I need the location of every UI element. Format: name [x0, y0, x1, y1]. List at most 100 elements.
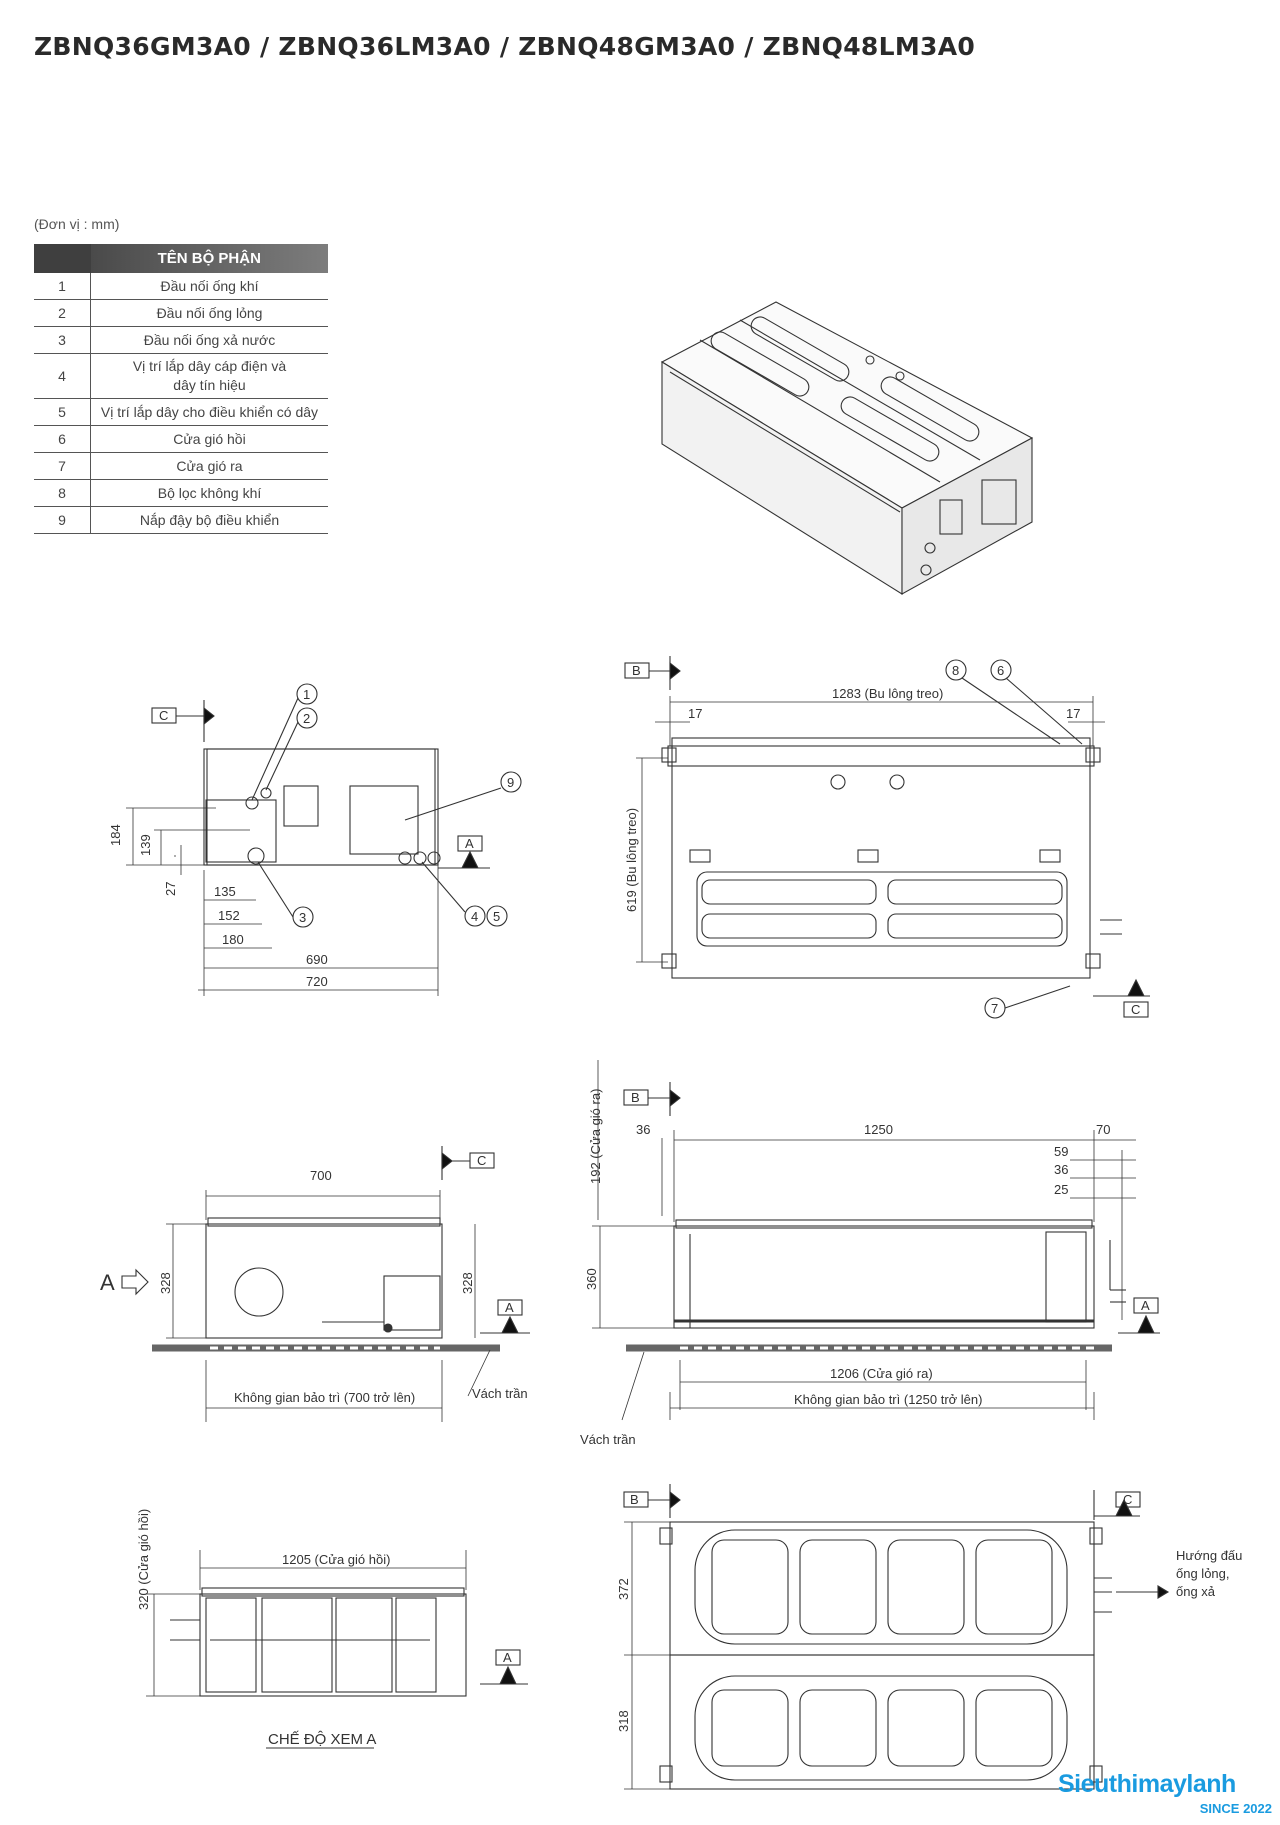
- part-name: Nắp đậy bộ điều khiển: [90, 506, 328, 534]
- page-title: ZBNQ36GM3A0 / ZBNQ36LM3A0 / ZBNQ48GM3A0 …: [34, 32, 976, 61]
- part-name: Cửa gió ra: [90, 452, 328, 480]
- part-name: Bộ lọc không khí: [90, 479, 328, 507]
- dim-27: 27: [163, 882, 178, 896]
- front-view-middle: [592, 1060, 1160, 1421]
- part-no: 8: [34, 479, 91, 507]
- callout-6: 6: [997, 663, 1004, 678]
- part-no: 6: [34, 425, 91, 453]
- dim-184: 184: [108, 824, 123, 846]
- dim-59: 59: [1054, 1144, 1068, 1159]
- callout-1: 1: [303, 687, 310, 702]
- part-name: Đầu nối ống xả nước: [90, 326, 328, 354]
- dim-1205: 1205 (Cửa gió hồi): [282, 1552, 390, 1567]
- dim-372: 372: [616, 1578, 631, 1600]
- dim-139: 139: [138, 834, 153, 856]
- dim-36b: 36: [1054, 1162, 1068, 1177]
- top-view-right: [624, 656, 1150, 1019]
- section-a-label: A: [505, 1300, 514, 1315]
- ceiling-label: Vách trần: [580, 1432, 636, 1447]
- pipe-direction-label-1: Hướng đấu: [1176, 1548, 1242, 1563]
- parts-header-num: [34, 244, 91, 273]
- dim-152: 152: [218, 908, 240, 923]
- part-name: Vị trí lắp dây cáp điện và dây tín hiệu: [90, 353, 328, 399]
- dim-36: 36: [636, 1122, 650, 1137]
- dim-720: 720: [306, 974, 328, 989]
- side-view-left: [126, 683, 522, 996]
- section-c-label: C: [159, 708, 168, 723]
- part-no: 4: [34, 353, 91, 399]
- dim-135: 135: [214, 884, 236, 899]
- callout-7: 7: [991, 1001, 998, 1016]
- dim-17b: 17: [1066, 706, 1080, 721]
- section-b-label: B: [632, 663, 641, 678]
- section-a-label: A: [465, 836, 474, 851]
- brand-logo-since: SINCE 2022: [1199, 1801, 1272, 1816]
- callout-2: 2: [303, 711, 310, 726]
- brand-logo-text: Sieuthimaylanh: [1058, 1770, 1236, 1798]
- section-a-label: A: [1141, 1298, 1150, 1313]
- dim-690: 690: [306, 952, 328, 967]
- callout-8: 8: [952, 663, 959, 678]
- section-c-label: C: [1131, 1002, 1140, 1017]
- section-a-label: A: [503, 1650, 512, 1665]
- dim-1250: 1250: [864, 1122, 893, 1137]
- dim-180: 180: [222, 932, 244, 947]
- isometric-unit-illustration: [660, 301, 1034, 595]
- parts-table-header-row: TÊN BỘ PHẬN: [34, 244, 328, 273]
- part-no: 7: [34, 452, 91, 480]
- callout-3: 3: [299, 910, 306, 925]
- dim-318: 318: [616, 1710, 631, 1732]
- pipe-direction-label-2: ống lỏng,: [1176, 1566, 1230, 1581]
- unit-note: (Đơn vị : mm): [34, 216, 120, 232]
- dim-700: 700: [310, 1168, 332, 1183]
- dim-192: 192 (Cửa gió ra): [588, 1089, 603, 1184]
- section-b-label: B: [630, 1492, 639, 1507]
- side-view-middle: [121, 1146, 530, 1422]
- part-name: Đầu nối ống khí: [90, 273, 328, 300]
- pipe-direction-label-3: ống xả: [1176, 1584, 1216, 1599]
- view-a-arrow-label: A: [100, 1270, 115, 1295]
- maintenance-space-label: Không gian bảo trì (700 trở lên): [234, 1390, 415, 1405]
- parts-header-name: TÊN BỘ PHẬN: [90, 244, 328, 273]
- section-c-label: C: [477, 1153, 486, 1168]
- dim-619: 619 (Bu lông treo): [624, 808, 639, 912]
- bottom-view-right: [623, 1484, 1170, 1790]
- section-b-label: B: [631, 1090, 640, 1105]
- dim-360: 360: [584, 1268, 599, 1290]
- part-name: Đầu nối ống lỏng: [90, 299, 328, 327]
- dim-1283: 1283 (Bu lông treo): [832, 686, 943, 701]
- callout-9: 9: [507, 775, 514, 790]
- part-no: 1: [34, 273, 91, 300]
- section-c-label: C: [1123, 1492, 1132, 1507]
- callout-5: 5: [493, 909, 500, 924]
- dim-1206: 1206 (Cửa gió ra): [830, 1366, 933, 1381]
- brand-logo: Sieuthimaylanh SINCE 2022: [1058, 1768, 1276, 1818]
- dim-328-right: 328: [460, 1272, 475, 1294]
- part-no: 5: [34, 398, 91, 426]
- dim-328-left: 328: [158, 1272, 173, 1294]
- part-name-line2: dây tín hiệu: [173, 377, 246, 393]
- part-name: Cửa gió hồi: [90, 425, 328, 453]
- dim-70: 70: [1096, 1122, 1110, 1137]
- ceiling-label: Vách trần: [472, 1386, 528, 1401]
- view-a-caption: CHẾ ĐỘ XEM A: [268, 1731, 376, 1748]
- dim-17a: 17: [688, 706, 702, 721]
- part-no: 3: [34, 326, 91, 354]
- part-name-line1: Vị trí lắp dây cáp điện và: [132, 358, 287, 374]
- dim-320: 320 (Cửa gió hồi): [136, 1509, 151, 1610]
- dim-25: 25: [1054, 1182, 1068, 1197]
- view-a: [146, 1550, 528, 1749]
- part-no: 2: [34, 299, 91, 327]
- part-no: 9: [34, 506, 91, 534]
- table-row: 4 Vị trí lắp dây cáp điện và dây tín hiệu: [34, 353, 328, 399]
